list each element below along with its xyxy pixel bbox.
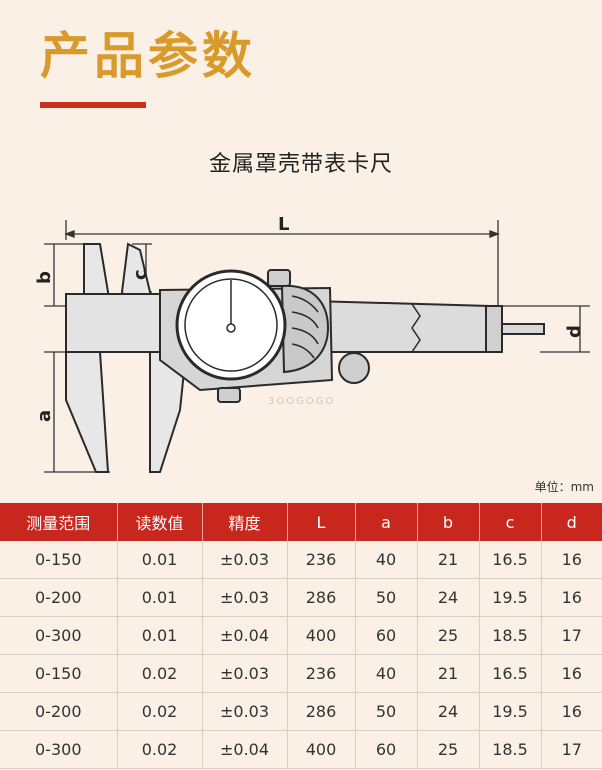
section-title: 产品参数 — [40, 27, 256, 85]
header-d: d — [541, 503, 602, 541]
table-row: 0-200 0.02 ±0.03 286 50 24 19.5 16 — [0, 692, 602, 731]
cell: ±0.03 — [202, 578, 288, 617]
spec-table: 测量范围 读数值 精度 L a b c d 0-150 0.01 ±0.03 2… — [0, 503, 602, 769]
cell: 19.5 — [479, 578, 542, 617]
cell: 0-300 — [0, 616, 118, 655]
cell: 0.02 — [117, 730, 203, 769]
cell: 236 — [287, 541, 356, 579]
header-reading: 读数值 — [117, 503, 203, 541]
unit-label: 单位：mm — [534, 480, 594, 494]
table-row: 0-200 0.01 ±0.03 286 50 24 19.5 16 — [0, 578, 602, 617]
cell: 18.5 — [479, 616, 542, 655]
cell: 40 — [355, 654, 418, 693]
product-name: 金属罩壳带表卡尺 — [208, 152, 393, 177]
cell: 0-300 — [0, 730, 118, 769]
cell: ±0.03 — [202, 692, 288, 731]
cell: 60 — [355, 730, 418, 769]
header-b: b — [417, 503, 480, 541]
cell: 21 — [417, 654, 480, 693]
cell: 19.5 — [479, 692, 542, 731]
header-L: L — [287, 503, 356, 541]
cell: 286 — [287, 692, 356, 731]
cell: 24 — [417, 578, 480, 617]
cell: ±0.04 — [202, 730, 288, 769]
cell: 40 — [355, 541, 418, 579]
cell: 50 — [355, 578, 418, 617]
cell: 16.5 — [479, 541, 542, 579]
cell: 400 — [287, 616, 356, 655]
watermark-text: 3OOGOGO — [268, 396, 335, 407]
cell: 400 — [287, 730, 356, 769]
cell: 0-150 — [0, 654, 118, 693]
cell: 0.02 — [117, 692, 203, 731]
table-row: 0-300 0.02 ±0.04 400 60 25 18.5 17 — [0, 730, 602, 769]
cell: 25 — [417, 730, 480, 769]
cell: 0.02 — [117, 654, 203, 693]
cell: 0.01 — [117, 616, 203, 655]
table-row: 0-300 0.01 ±0.04 400 60 25 18.5 17 — [0, 616, 602, 655]
cell: 236 — [287, 654, 356, 693]
cell: ±0.03 — [202, 654, 288, 693]
cell: 25 — [417, 616, 480, 655]
dim-label-b: b — [34, 271, 55, 284]
cell: 16 — [541, 541, 602, 579]
caliper-diagram: 3OOGOGO L b c a d — [34, 214, 590, 473]
cell: 0.01 — [117, 578, 203, 617]
cell: 286 — [287, 578, 356, 617]
header-range: 测量范围 — [0, 503, 118, 541]
table-header-row: 测量范围 读数值 精度 L a b c d — [0, 503, 602, 541]
cell: 16 — [541, 692, 602, 731]
table-row: 0-150 0.02 ±0.03 236 40 21 16.5 16 — [0, 654, 602, 693]
cell: 21 — [417, 541, 480, 579]
cell: 17 — [541, 616, 602, 655]
cell: 16 — [541, 654, 602, 693]
cell: 16.5 — [479, 654, 542, 693]
cell: 60 — [355, 616, 418, 655]
cell: 0-150 — [0, 541, 118, 579]
cell: 16 — [541, 578, 602, 617]
dim-label-c: c — [130, 269, 151, 280]
dim-label-a: a — [34, 410, 55, 422]
dim-label-L: L — [278, 214, 289, 235]
cell: 0-200 — [0, 692, 118, 731]
title-underline — [40, 102, 146, 108]
header-accuracy: 精度 — [202, 503, 288, 541]
cell: 50 — [355, 692, 418, 731]
cell: 0.01 — [117, 541, 203, 579]
cell: 0-200 — [0, 578, 118, 617]
table-row: 0-150 0.01 ±0.03 236 40 21 16.5 16 — [0, 541, 602, 579]
cell: ±0.04 — [202, 616, 288, 655]
header-a: a — [355, 503, 418, 541]
cell: 24 — [417, 692, 480, 731]
cell: 18.5 — [479, 730, 542, 769]
dim-label-d: d — [564, 325, 585, 338]
cell: 17 — [541, 730, 602, 769]
header-c: c — [479, 503, 542, 541]
cell: ±0.03 — [202, 541, 288, 579]
